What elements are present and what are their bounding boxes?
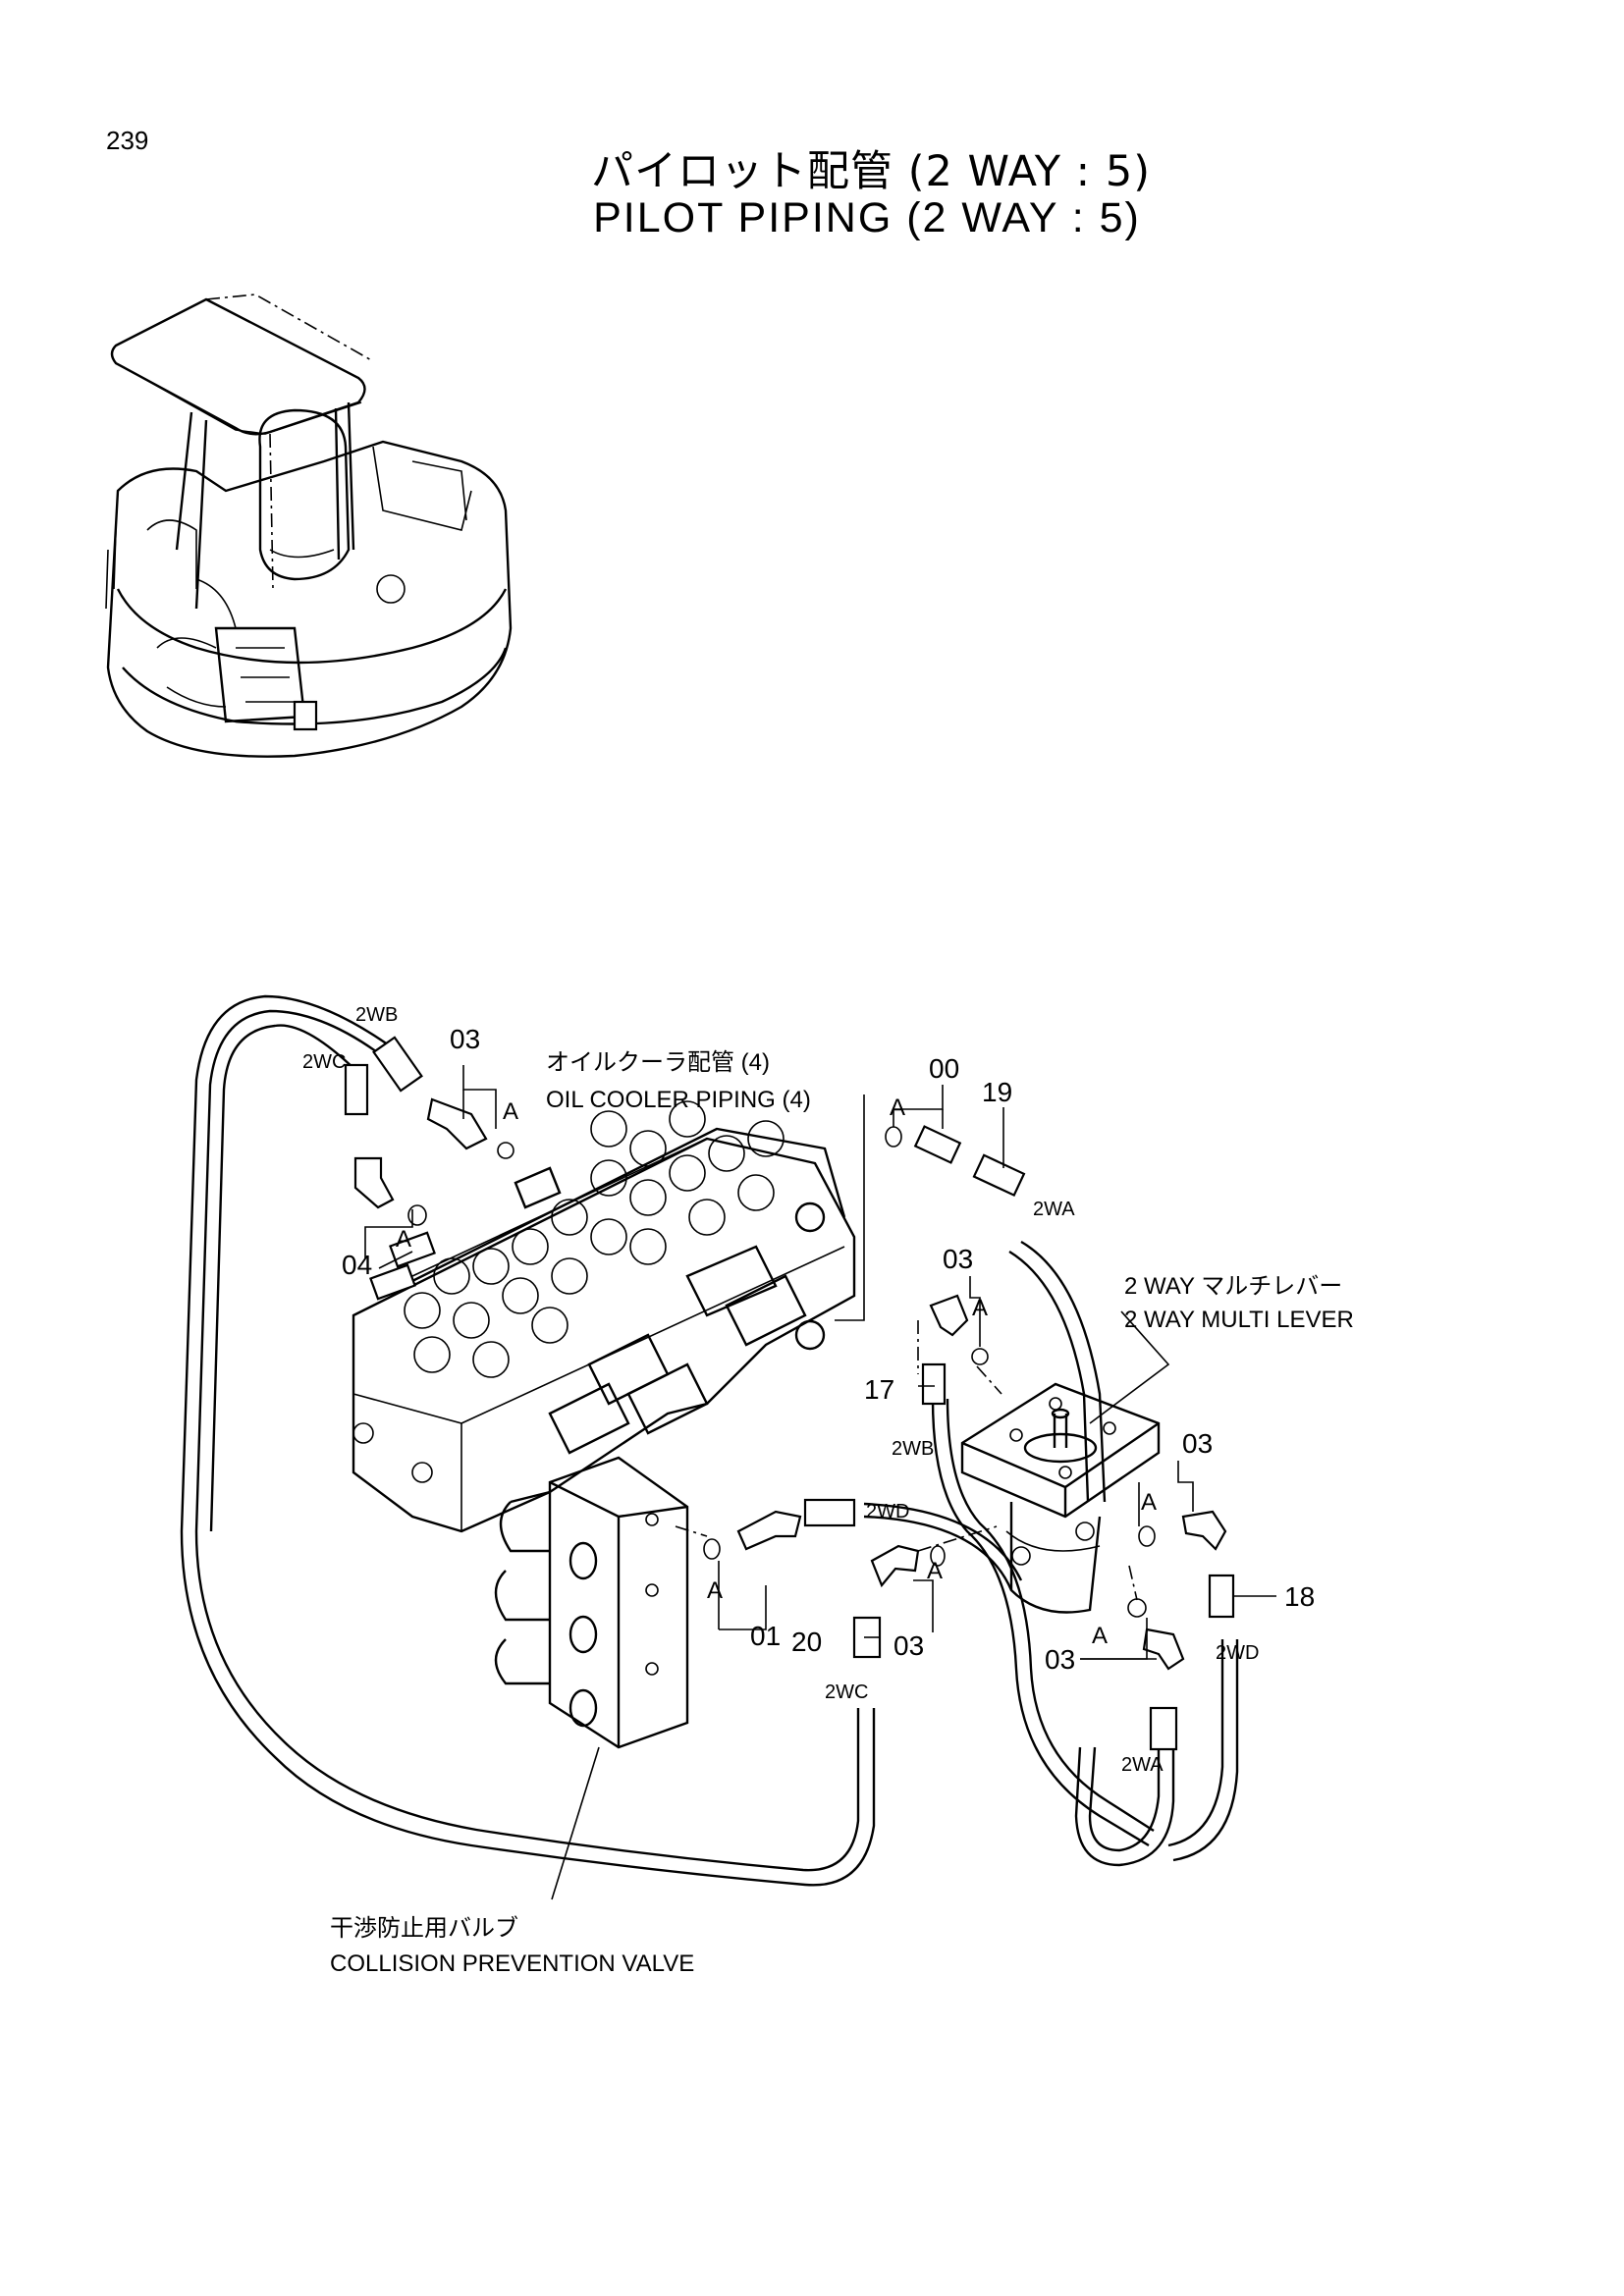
machine-overview-illustration xyxy=(105,294,513,758)
page-title-jp: パイロット配管 (2 WAY : 5) xyxy=(591,147,1151,196)
label-a-2: A xyxy=(890,1095,905,1121)
label-part-03-c: 03 xyxy=(1182,1428,1213,1459)
label-2wa-bot: 2WA xyxy=(1121,1754,1164,1776)
label-a-4: A xyxy=(972,1295,988,1321)
label-oil-cooler-jp: オイルクーラ配管 (4) xyxy=(546,1049,770,1076)
hose-routing xyxy=(180,994,1239,1887)
label-a-6: A xyxy=(707,1577,723,1604)
fittings xyxy=(344,1036,1235,1751)
label-a-3: A xyxy=(396,1226,411,1253)
label-part-00: 00 xyxy=(929,1053,959,1084)
label-2wa-top: 2WA xyxy=(1033,1199,1075,1220)
label-part-17: 17 xyxy=(864,1374,894,1405)
label-2wc-top: 2WC xyxy=(302,1051,346,1073)
label-2wb-mid: 2WB xyxy=(892,1438,934,1460)
label-part-03-b: 03 xyxy=(943,1244,973,1274)
collision-prevention-valve-block xyxy=(494,1456,689,1749)
label-multi-lever-en: 2 WAY MULTI LEVER xyxy=(1124,1307,1354,1333)
diagram-labels: 2WB 2WC 03 A オイルクーラ配管 (4) OIL COOLER PIP… xyxy=(302,1004,1354,1977)
leader-lines xyxy=(364,1065,1276,1900)
label-collision-jp: 干渉防止用バルブ xyxy=(330,1915,518,1942)
label-multi-lever-jp: 2 WAY マルチレバー xyxy=(1124,1273,1342,1300)
control-valve-block xyxy=(352,1100,856,1533)
page-number: 239 xyxy=(106,126,149,155)
label-part-04: 04 xyxy=(342,1250,372,1280)
label-oil-cooler-en: OIL COOLER PIPING (4) xyxy=(546,1087,811,1113)
label-2wd-mid: 2WD xyxy=(866,1501,909,1522)
label-2wd-right: 2WD xyxy=(1216,1642,1259,1664)
label-a-1: A xyxy=(503,1098,518,1125)
label-part-20: 20 xyxy=(791,1627,822,1657)
page-title-en: PILOT PIPING (2 WAY : 5) xyxy=(593,194,1141,241)
label-part-01: 01 xyxy=(750,1621,781,1651)
label-part-19: 19 xyxy=(982,1077,1012,1107)
label-2wb-top: 2WB xyxy=(355,1004,398,1026)
label-a-8: A xyxy=(1092,1623,1108,1649)
multi-lever-unit xyxy=(960,1382,1161,1614)
label-part-03-d: 03 xyxy=(893,1630,924,1661)
label-a-5: A xyxy=(1141,1489,1157,1516)
label-part-18: 18 xyxy=(1284,1581,1315,1612)
label-2wc-bot: 2WC xyxy=(825,1682,868,1703)
label-collision-en: COLLISION PREVENTION VALVE xyxy=(330,1950,694,1977)
label-part-03-e: 03 xyxy=(1045,1644,1075,1675)
label-part-03-a: 03 xyxy=(450,1024,480,1054)
label-a-7: A xyxy=(927,1558,943,1584)
